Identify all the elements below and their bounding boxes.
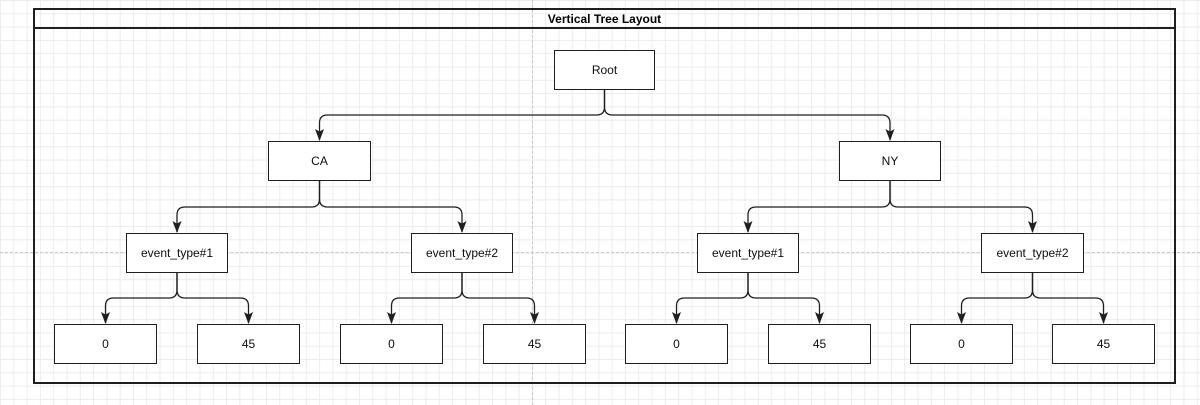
node-ca-et1-value-45[interactable]: 45 [197, 324, 300, 364]
page-break-line-horizontal [0, 252, 1200, 253]
container-title: Vertical Tree Layout [35, 10, 1174, 29]
node-ca-et2-value-0[interactable]: 0 [340, 324, 443, 364]
node-ca-event-type-2[interactable]: event_type#2 [411, 233, 513, 273]
node-ca[interactable]: CA [268, 141, 371, 181]
node-ny-event-type-1[interactable]: event_type#1 [697, 233, 799, 273]
node-ca-event-type-1[interactable]: event_type#1 [126, 233, 228, 273]
page-break-line-vertical [532, 0, 533, 405]
node-ca-et1-value-0[interactable]: 0 [54, 324, 157, 364]
node-ny[interactable]: NY [839, 141, 941, 181]
node-ny-et2-value-0[interactable]: 0 [910, 324, 1013, 364]
node-ny-et1-value-45[interactable]: 45 [768, 324, 871, 364]
node-ca-et2-value-45[interactable]: 45 [483, 324, 586, 364]
node-root[interactable]: Root [554, 50, 655, 90]
node-ny-et1-value-0[interactable]: 0 [625, 324, 728, 364]
node-ny-et2-value-45[interactable]: 45 [1052, 324, 1155, 364]
tree-container[interactable]: Vertical Tree Layout [33, 8, 1176, 384]
node-ny-event-type-2[interactable]: event_type#2 [981, 233, 1084, 273]
